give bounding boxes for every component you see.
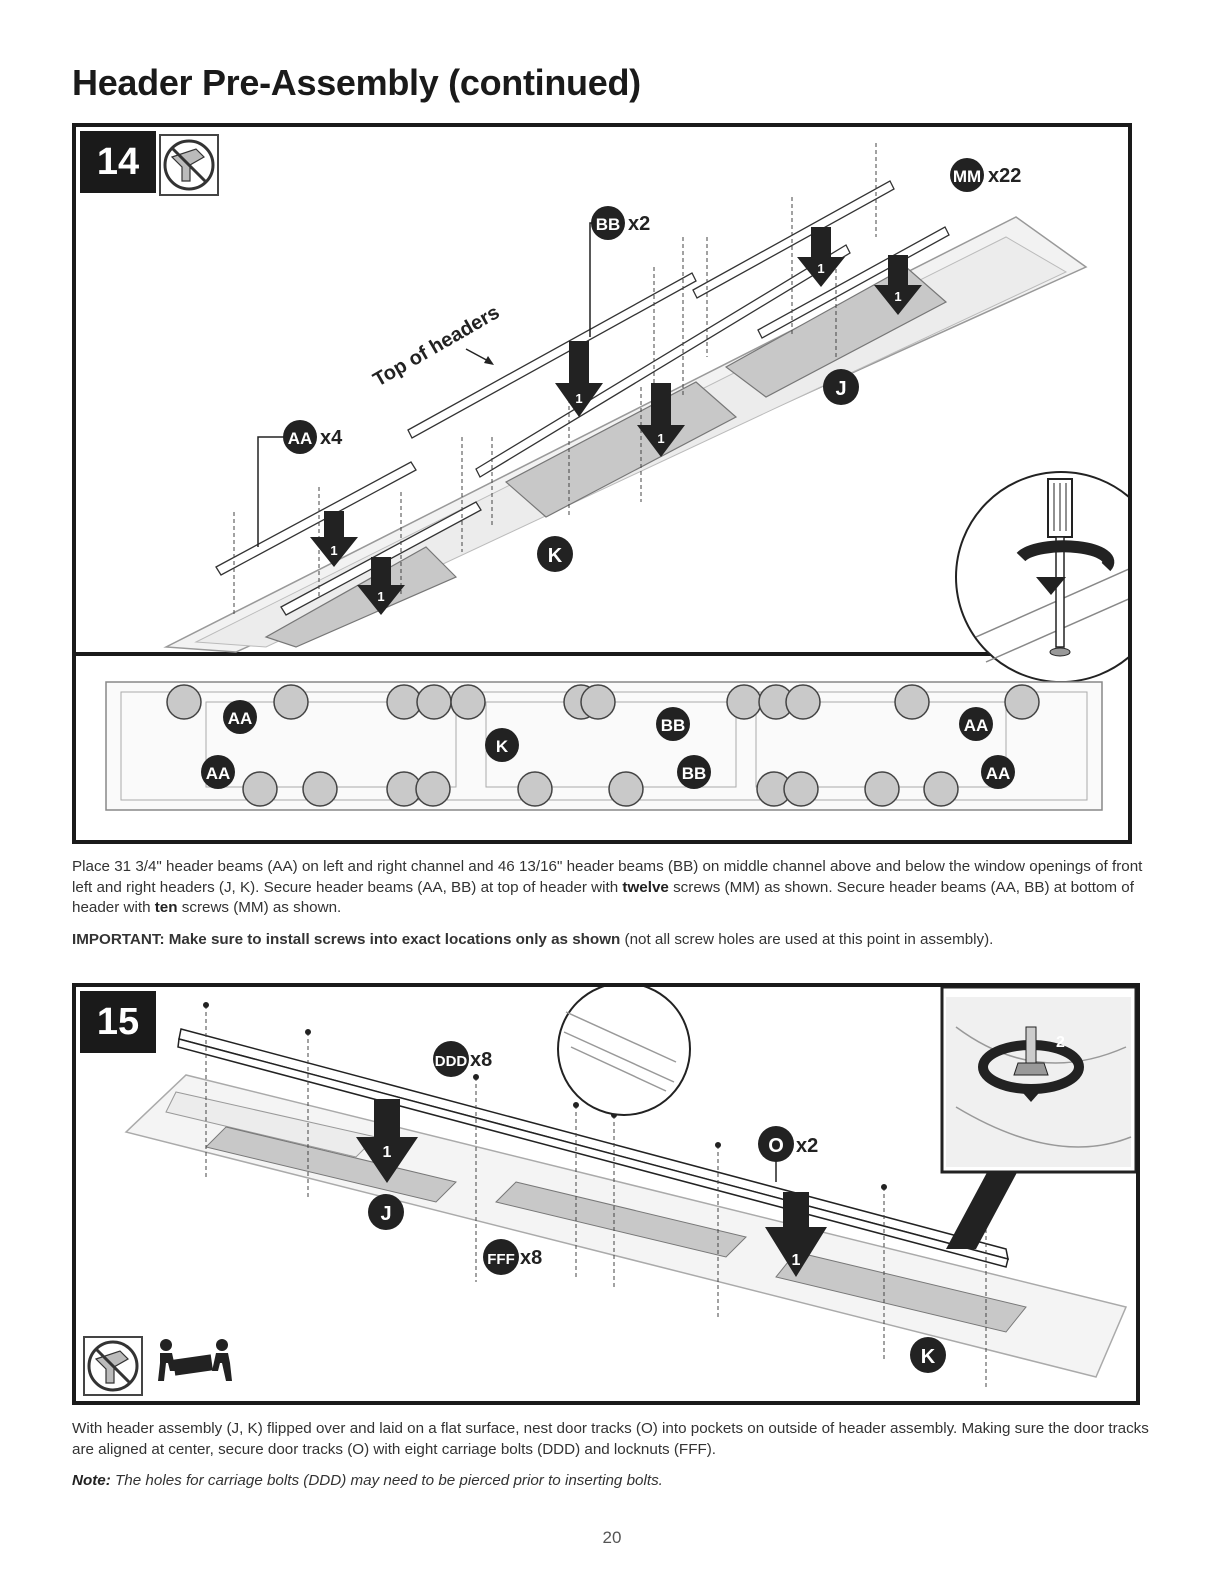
page-title: Header Pre-Assembly (continued): [72, 62, 641, 103]
flat-view-labels: AA AA K BB BB AA AA: [201, 700, 1015, 789]
top-of-headers-label: Top of headers: [370, 301, 504, 391]
bb-callout: BB x2: [589, 206, 650, 337]
svg-text:MM: MM: [953, 167, 981, 186]
svg-text:DDD: DDD: [435, 1053, 468, 1070]
svg-text:x4: x4: [320, 427, 343, 449]
bolt-guide-lines: [205, 1005, 987, 1387]
locknut-detail: 2: [940, 987, 1136, 1249]
aa-callout: AA x4: [257, 420, 343, 547]
fff-callout: FFF x8: [483, 1239, 542, 1275]
down-arrow-icon: [356, 1099, 827, 1277]
screwdriver-detail: 2: [955, 471, 1128, 683]
svg-text:AA: AA: [206, 764, 231, 783]
step-14-panel: 14: [72, 123, 1132, 844]
arrow-step-label: 1: [817, 261, 824, 276]
j-callout: J: [368, 1194, 404, 1230]
svg-text:BB: BB: [661, 716, 686, 735]
screwdriver-icon: [1047, 478, 1073, 657]
down-arrow-icon: [310, 227, 922, 615]
arrow-step-label: 1: [377, 589, 384, 604]
o-callout: O x2: [758, 1126, 818, 1182]
arrow-step-label: 1: [330, 543, 337, 558]
svg-text:FFF: FFF: [487, 1251, 515, 1268]
step-15-note: Note: The holes for carriage bolts (DDD)…: [72, 1472, 663, 1489]
step-15-description: With header assembly (J, K) flipped over…: [72, 1420, 1149, 1458]
svg-text:BB: BB: [596, 215, 621, 234]
svg-text:K: K: [496, 737, 509, 756]
arrow-step-label: 1: [657, 431, 664, 446]
svg-text:K: K: [921, 1346, 936, 1368]
step-15-panel: 15: [72, 983, 1140, 1405]
svg-text:x8: x8: [520, 1247, 542, 1269]
step-14-illustration: 1 1 1 1 1 1 Top of headers MM x22 BB x2: [105, 134, 1128, 811]
svg-text:x8: x8: [470, 1049, 492, 1071]
svg-text:2: 2: [1074, 576, 1083, 593]
svg-text:J: J: [380, 1203, 391, 1225]
svg-text:BB: BB: [682, 764, 707, 783]
svg-text:AA: AA: [986, 764, 1011, 783]
step-14-important-note: IMPORTANT: Make sure to install screws i…: [72, 931, 994, 948]
svg-text:2: 2: [1056, 1034, 1065, 1051]
j-callout: J: [823, 369, 859, 405]
no-power-drill-icon: [83, 1336, 143, 1396]
arrow-step-label: 1: [575, 391, 582, 406]
svg-text:AA: AA: [964, 716, 989, 735]
svg-text:Top of headers: Top of headers: [370, 301, 504, 391]
two-person-lift-icon: [158, 1339, 232, 1381]
svg-text:AA: AA: [228, 709, 253, 728]
track-pocket-detail: [557, 987, 691, 1116]
mm-callout: MM x22: [950, 158, 1021, 192]
svg-text:x2: x2: [628, 213, 650, 235]
page-number: 20: [602, 1528, 622, 1547]
k-callout: K: [537, 536, 573, 572]
svg-text:x2: x2: [796, 1135, 818, 1157]
step-number: 14: [80, 131, 156, 193]
svg-text:J: J: [835, 378, 846, 400]
screw-location-markers: [166, 684, 1040, 807]
svg-text:K: K: [548, 545, 563, 567]
step-15-illustration: 1 1 DDD x8 FFF x8 O x2 J K: [83, 987, 1136, 1396]
arrow-step-label: 1: [383, 1144, 392, 1161]
svg-text:x22: x22: [988, 165, 1021, 187]
arrow-step-label: 1: [894, 289, 901, 304]
rotate-arrow-icon: 2: [1016, 540, 1115, 595]
svg-text:O: O: [768, 1135, 784, 1157]
k-callout: K: [910, 1337, 946, 1373]
step-number: 15: [80, 991, 156, 1053]
ddd-callout: DDD x8: [433, 1041, 492, 1077]
svg-text:AA: AA: [288, 429, 313, 448]
arrow-step-label: 1: [792, 1252, 801, 1269]
step-14-description: Place 31 3/4" header beams (AA) on left …: [72, 858, 1143, 916]
no-power-drill-icon: [159, 134, 219, 196]
panel-divider: [76, 652, 1128, 656]
